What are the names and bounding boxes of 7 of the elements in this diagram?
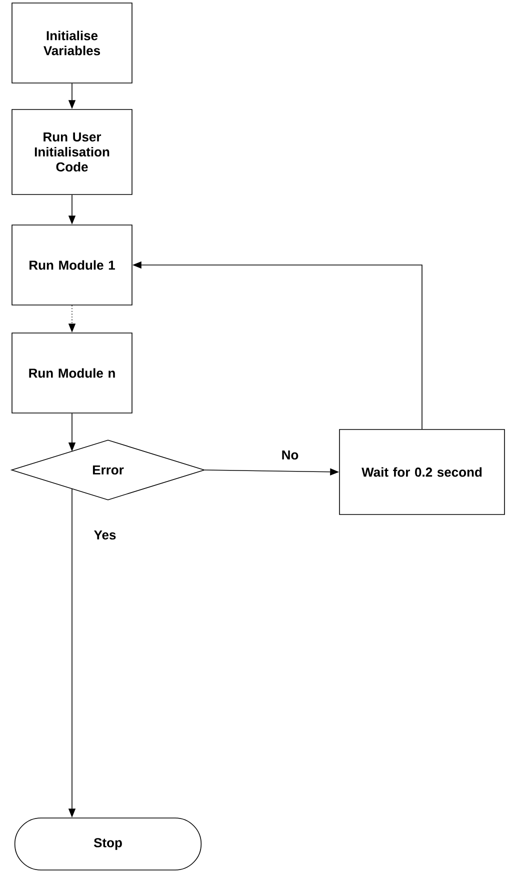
process-box: Run User Initialisation Code <box>12 109 132 195</box>
process-box: Initialise Variables <box>12 2 132 84</box>
process-box: Run Module n <box>12 332 132 414</box>
process-box: Run Module 1 <box>12 224 132 306</box>
process-box: Wait for 0.2 second <box>339 429 505 515</box>
edge-label: No <box>280 449 300 461</box>
edge-label: Yes <box>92 529 118 541</box>
